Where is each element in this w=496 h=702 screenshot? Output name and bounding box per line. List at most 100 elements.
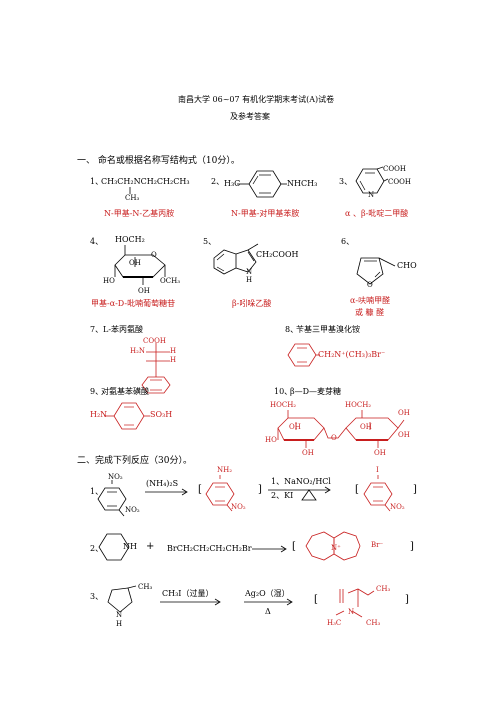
q3-pyridine: [355, 166, 389, 194]
r1-arrow-2: [268, 486, 331, 494]
r2-bracket-right: ]: [410, 541, 414, 552]
q3-ring-n: N: [368, 191, 375, 199]
q9-benzene: [104, 402, 150, 430]
q3-cooh-1: COOH: [383, 165, 406, 173]
q5-h: H: [246, 276, 253, 284]
q4-answer: 甲基-α-D-吡喃葡萄糖苷: [91, 299, 176, 308]
q10-number: 10、: [274, 387, 293, 396]
q1-methyl: CH₃: [125, 194, 140, 202]
r3-reagent-1: CH₃I（过量）: [162, 589, 214, 598]
r1-final-ring: [363, 475, 393, 512]
heat-triangle-icon: [301, 489, 317, 501]
q10-bridge-o: O: [331, 434, 337, 442]
r2-spiro-product: [305, 531, 361, 561]
q10-oh-b: OH: [302, 449, 314, 457]
r2-br: Br⁻: [371, 541, 384, 549]
r1-final-iodo: I: [376, 466, 379, 474]
r1-bracket-right-2: ]: [413, 484, 417, 495]
r1-step-2: 2、KI: [271, 491, 294, 500]
q7-number: 7、: [90, 325, 104, 334]
q3-number: 3、: [339, 177, 353, 186]
q8-answer: CH₂N⁺(CH₃)₃Br⁻: [318, 350, 386, 359]
q1-answer: N-甲基-N-乙基丙胺: [104, 209, 175, 218]
q8-name: 苄基三甲基溴化铵: [296, 325, 360, 334]
r3-n: N: [116, 611, 123, 619]
r1-bracket-left: [: [198, 484, 202, 495]
r1-number: 1、: [90, 487, 104, 496]
r1-product-ring: [205, 475, 235, 512]
q10-oh-a: OH: [289, 423, 301, 431]
q8-benzene: [287, 343, 320, 367]
q4-ho: HO: [103, 277, 115, 285]
q2-right: NHCH₃: [287, 179, 318, 188]
r3-pyrrolidine: [107, 585, 137, 613]
r3-product-ch3: CH₃: [376, 585, 391, 593]
r3-product-amine: [335, 588, 375, 618]
r1-arrow-1: [145, 488, 188, 496]
q10-oh-e: OH: [374, 449, 386, 457]
q10-hoch2-b: HOCH₂: [345, 401, 372, 409]
q6-cho: CHO: [397, 261, 417, 270]
q2-number: 2、: [211, 177, 225, 186]
exam-subtitle: 及参考答案: [230, 112, 270, 121]
r1-reagent: (NH₄)₂S: [146, 479, 179, 488]
r1-no2-top: NO₂: [108, 473, 123, 481]
section2-heading: 二、完成下列反应（30分）。: [77, 456, 192, 466]
r1-no2-bottom: NO₂: [125, 506, 140, 514]
r3-arrow-2: [244, 598, 293, 606]
q10-ho-a: HO: [265, 436, 277, 444]
r3-product-h3c: H₃C: [327, 619, 342, 627]
q7-cooh: COOH: [143, 337, 166, 345]
q10-name: β—D—麦芽糖: [290, 387, 342, 396]
q4-hoch2: HOCH₂: [115, 235, 145, 244]
q9-number: 9、: [90, 387, 104, 396]
q4-number: 4、: [90, 237, 104, 246]
q5-number: 5、: [203, 237, 217, 246]
r3-h: H: [116, 620, 123, 628]
q3-cooh-2: COOH: [388, 178, 411, 186]
q6-answer-2: 或 糠 醛: [355, 308, 385, 317]
r2-reagent: BrCH₂CH₂CH₂CH₂Br: [167, 544, 252, 553]
section1-heading: 一、 命名或根据名称写结构式（10分）。: [77, 156, 240, 166]
r2-piperidine: [98, 533, 130, 561]
q4-ring-o: O: [151, 251, 157, 259]
r3-reagent-2: Ag₂O（湿）: [245, 589, 290, 598]
r3-number: 3、: [90, 592, 104, 601]
r1-final-no2: NO₂: [390, 503, 405, 511]
q1-bond: [129, 187, 131, 194]
q4-oh-2: OH: [138, 287, 150, 295]
q4-och3: OCH₃: [160, 277, 181, 285]
q5-indole: [213, 243, 259, 275]
q10-oh-c: OH: [360, 423, 372, 431]
q6-ring-o: O: [367, 281, 373, 289]
r1-product-no2: NO₂: [231, 503, 246, 511]
q5-group: CH₂COOH: [256, 250, 299, 259]
r3-arrow-1: [160, 598, 221, 606]
q7-name: L-苯丙氨酸: [103, 325, 144, 334]
r2-arrow: [252, 545, 287, 553]
r3-product-ch3b: CH₃: [366, 619, 381, 627]
q9-right: SO₃H: [150, 410, 173, 419]
q3-answer: α 、β-吡啶二甲酸: [345, 209, 409, 218]
q10-hoch2-a: HOCH₂: [270, 401, 297, 409]
q6-answer-1: α-呋喃甲醛: [350, 296, 391, 305]
r1-bracket-right: ]: [258, 484, 262, 495]
q7-h-2: H: [170, 356, 177, 364]
q7-h2n: H₂N: [130, 347, 146, 355]
q7-fischer-projection: [141, 343, 171, 394]
exam-title: 南昌大学 06~07 有机化学期末考试(A)试卷: [178, 95, 335, 104]
r2-n-plus: N⁺: [331, 544, 341, 552]
q1-formula: CH₃CH₂NCH₂CH₂CH₃: [101, 177, 190, 186]
q10-disaccharide: [277, 410, 405, 448]
q6-furan: [356, 257, 396, 285]
r1-dinitrobenzene: [97, 480, 127, 517]
q9-name: 对氨基苯磺酸: [101, 387, 149, 396]
q10-oh-f: OH: [398, 431, 410, 439]
r3-bracket-left: [: [314, 594, 318, 605]
r1-bracket-left-2: [: [355, 484, 359, 495]
r2-nh: NH: [123, 542, 137, 551]
q8-number: 8、: [285, 325, 299, 334]
q1-number: 1、: [90, 177, 104, 186]
r2-bracket-left: [: [292, 541, 296, 552]
r2-plus: +: [146, 541, 155, 552]
